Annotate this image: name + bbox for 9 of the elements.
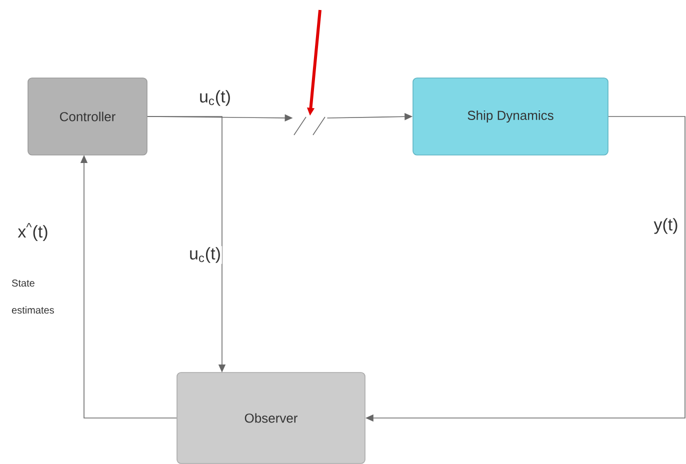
note-text: State estimates (12, 280, 54, 314)
switch-symbol (294, 116, 326, 136)
process-box: Controller (28, 78, 148, 156)
edge-label: u$_{c}$(t) (190, 247, 220, 263)
edge-label: u$_{c}$(t) (200, 90, 230, 106)
edge-label: x$^{^}$(t) (18, 223, 48, 241)
process-box: Ship Dynamics (412, 78, 608, 156)
process-box: Observer (176, 372, 366, 464)
edge-label: y(t) (654, 218, 678, 234)
